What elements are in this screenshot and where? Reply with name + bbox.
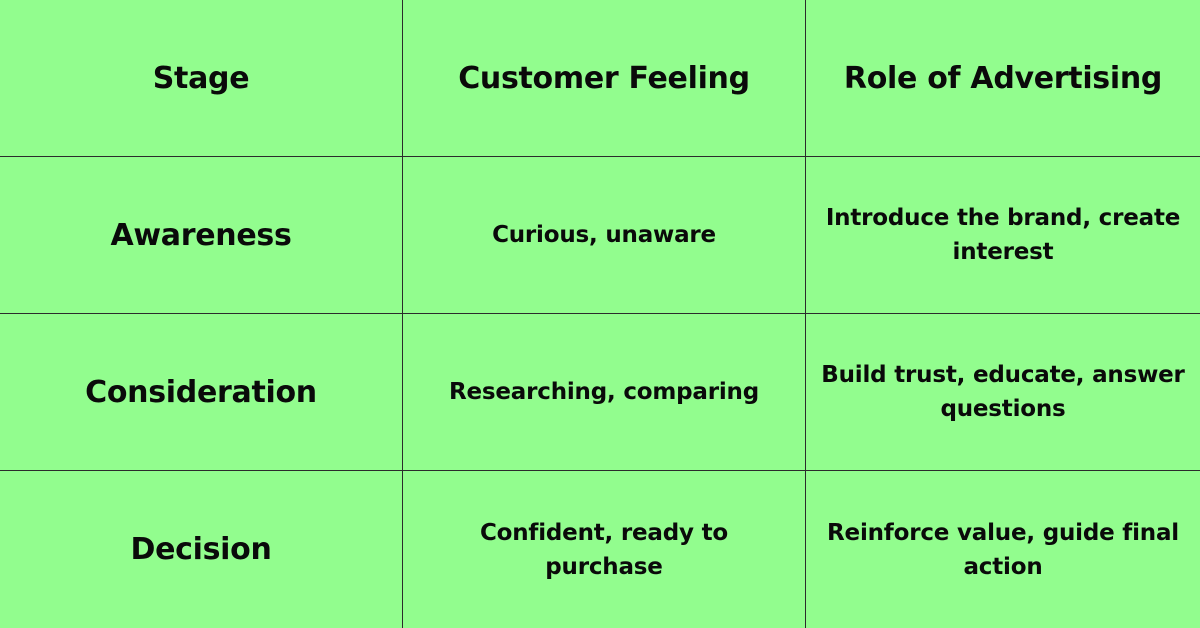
row-decision-stage: Decision	[0, 471, 403, 628]
header-stage: Stage	[0, 0, 403, 157]
row-decision-role: Reinforce value, guide final action	[827, 519, 1179, 580]
row-decision-feeling: Confident, ready to purchase	[403, 471, 806, 628]
row-consideration-role: Build trust, educate, answer questions	[806, 314, 1200, 471]
row-awareness-feeling: Curious, unaware	[403, 157, 806, 314]
row-consideration-feeling: Researching, comparing	[403, 314, 806, 471]
header-customer-feeling: Customer Feeling	[403, 0, 806, 157]
header-role-of-advertising: Role of Advertising	[806, 0, 1200, 157]
row-consideration-stage: Consideration	[0, 314, 403, 471]
row-awareness-stage: Awareness	[0, 157, 403, 314]
row-awareness-role: Introduce the brand, create interest	[806, 157, 1200, 314]
